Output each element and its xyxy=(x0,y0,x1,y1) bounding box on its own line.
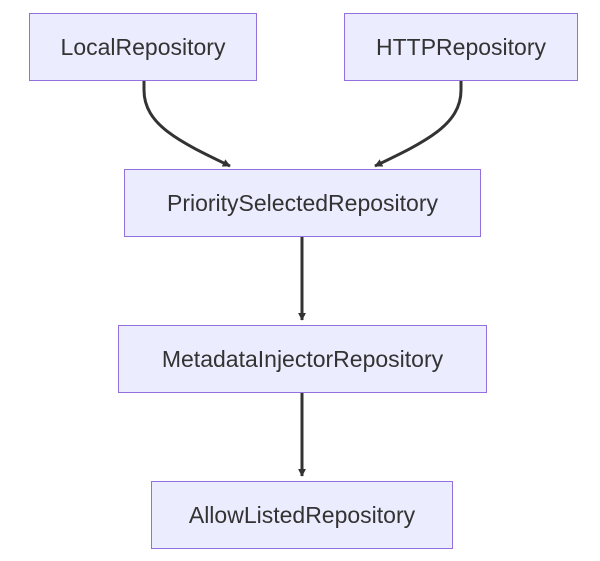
node-http-repository: HTTPRepository xyxy=(344,13,578,81)
edge-http-to-priority xyxy=(374,81,463,168)
node-label: PrioritySelectedRepository xyxy=(166,189,438,216)
node-label: AllowListedRepository xyxy=(188,501,416,528)
node-label: LocalRepository xyxy=(60,33,226,60)
node-allow-listed-repository: AllowListedRepository xyxy=(151,481,453,549)
node-metadata-injector-repository: MetadataInjectorRepository xyxy=(118,325,487,393)
edge-local-to-priority xyxy=(142,81,231,168)
node-local-repository: LocalRepository xyxy=(29,13,257,81)
node-priority-selected-repository: PrioritySelectedRepository xyxy=(124,169,481,237)
node-label: HTTPRepository xyxy=(376,33,546,60)
node-label: MetadataInjectorRepository xyxy=(161,345,444,372)
